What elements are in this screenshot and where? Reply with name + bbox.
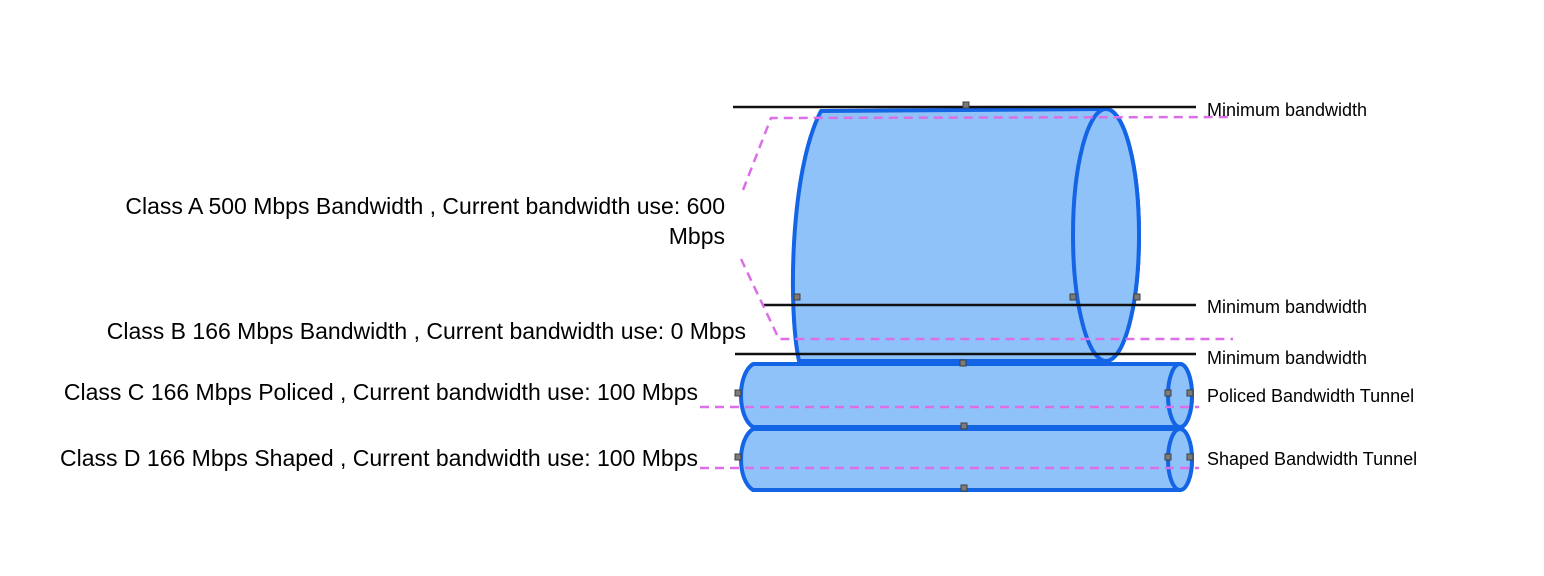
class-a-label: Class A 500 Mbps Bandwidth , Current ban… [125,191,725,251]
class-b-label: Class B 166 Mbps Bandwidth , Current ban… [106,318,746,344]
class-b-callout-dashed-line[interactable] [739,258,1233,341]
selection-handle[interactable] [1164,453,1172,461]
selection-handle[interactable] [734,453,742,461]
minimum-bandwidth-label-1: Minimum bandwidth [1207,100,1368,120]
selection-handles [734,101,1194,492]
selection-handle[interactable] [960,484,968,492]
shaped-tunnel-label: Shaped Bandwidth Tunnel [1207,449,1418,469]
selection-handle[interactable] [960,422,968,430]
shaped-bandwidth-tunnel-shape[interactable] [739,427,1194,492]
selection-handle[interactable] [793,293,801,301]
class-ab-tunnel-endcap-ellipse[interactable] [1071,107,1141,363]
selection-handle[interactable] [959,359,967,367]
selection-handle[interactable] [1133,293,1141,301]
selection-handle[interactable] [1186,389,1194,397]
minimum-bandwidth-label-3: Minimum bandwidth [1207,348,1368,368]
selection-handle[interactable] [1164,389,1172,397]
class-a-callout-dashed-line[interactable] [741,115,1234,191]
selection-handle[interactable] [1069,293,1077,301]
class-c-label: Class C 166 Mbps Policed , Current bandw… [63,379,698,405]
policed-bandwidth-tunnel-shape[interactable] [739,362,1194,429]
selection-handle[interactable] [962,101,970,109]
minimum-bandwidth-label-2: Minimum bandwidth [1207,297,1368,317]
class-a-label-line2: Mbps [668,223,725,249]
policed-tunnel-label: Policed Bandwidth Tunnel [1207,386,1415,406]
selection-handle[interactable] [1186,453,1194,461]
class-a-label-line1: Class A 500 Mbps Bandwidth , Current ban… [125,193,725,219]
class-d-label: Class D 166 Mbps Shaped , Current bandwi… [60,445,698,471]
selection-handle[interactable] [734,389,742,397]
